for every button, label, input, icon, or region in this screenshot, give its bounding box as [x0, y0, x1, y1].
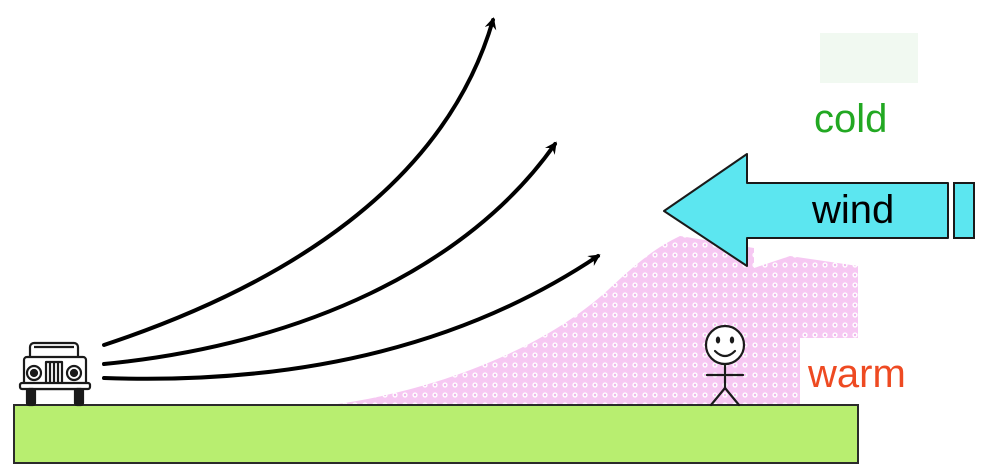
- car-icon: [18, 341, 92, 407]
- sound-ray-lower: [102, 254, 601, 381]
- wind-arrow: [663, 153, 975, 267]
- ground: [13, 404, 859, 464]
- sound-ray-upper: [102, 17, 497, 347]
- warm-air-zone: [330, 236, 858, 405]
- cold-air-patch: [820, 33, 918, 83]
- sound-ray-middle: [102, 141, 557, 366]
- warm-label: warm: [808, 352, 906, 396]
- stick-figure-icon: [704, 324, 746, 407]
- wind-label: wind: [812, 188, 895, 232]
- cold-label: cold: [814, 97, 888, 141]
